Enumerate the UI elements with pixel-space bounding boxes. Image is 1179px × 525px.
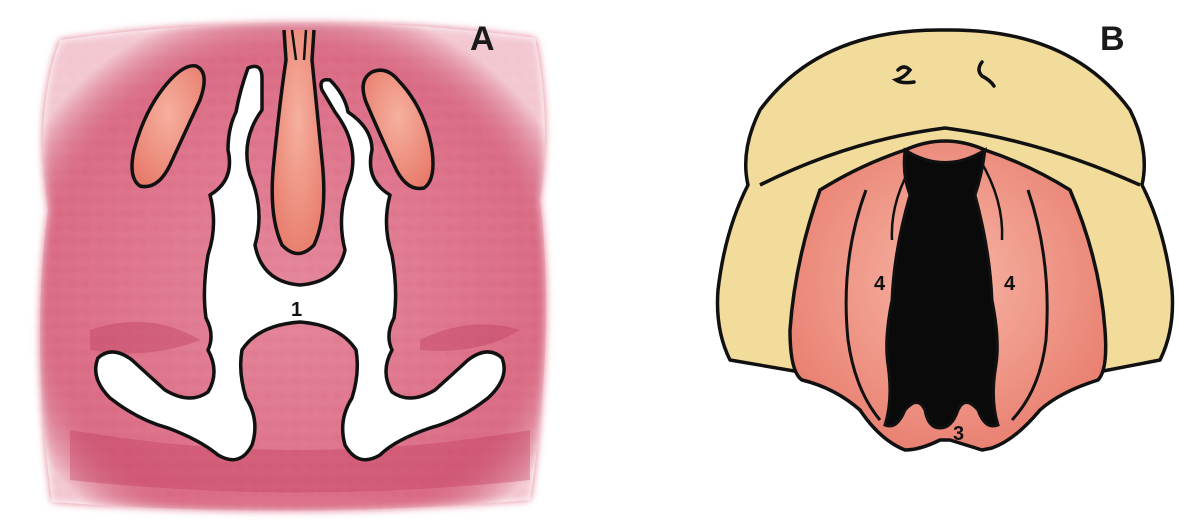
panel-b-letter: B (1100, 20, 1125, 58)
label-right-fold-4: 4 (1004, 273, 1016, 295)
label-cavity-1: 1 (291, 299, 302, 321)
panel-a-letter: A (470, 20, 495, 58)
label-opening-3: 3 (953, 423, 964, 445)
panel-b: B 4 4 3 (718, 20, 1173, 450)
label-left-fold-4: 4 (874, 273, 886, 295)
panel-a: A 1 (40, 20, 546, 511)
